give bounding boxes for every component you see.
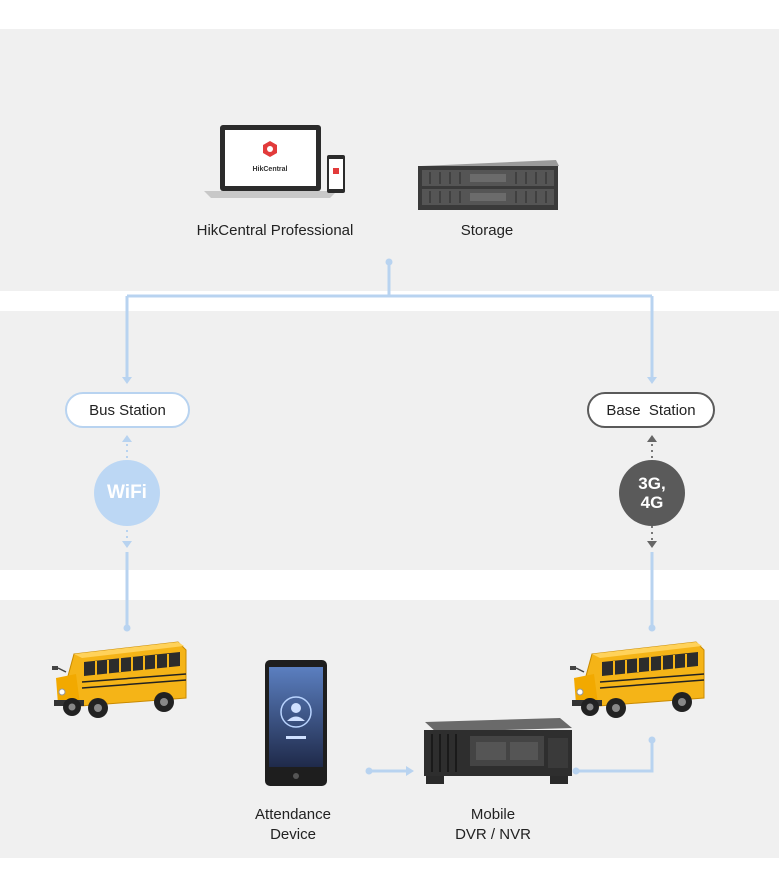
wifi-node: WiFi <box>94 460 160 526</box>
attendance-label-line2: Device <box>270 826 316 843</box>
central-tier-band <box>0 29 779 291</box>
wifi-label: WiFi <box>107 482 147 503</box>
storage-server-illustration <box>418 160 559 210</box>
wifi-link <box>122 435 132 632</box>
hikcentral-laptop-illustration: HikCentral <box>204 125 345 198</box>
attendance-device-illustration <box>265 660 327 786</box>
hikcentral-screen-logo: HikCentral <box>252 166 287 173</box>
school-bus-left-illustration <box>51 641 187 719</box>
arrow-down-icon <box>647 377 657 384</box>
mobile-dvr-illustration <box>424 718 572 784</box>
mobile-dvr-label: Mobile DVR / NVR <box>430 805 556 845</box>
cellular-link <box>647 435 657 632</box>
uplink-connector <box>125 262 654 377</box>
cellular-node: 3G, 4G <box>619 460 685 526</box>
arrow-down-icon <box>122 377 132 384</box>
mobile-dvr-label-line2: DVR / NVR <box>455 826 531 843</box>
base-station-node: Base Station <box>587 392 715 428</box>
cellular-label-line2: 4G <box>640 493 664 512</box>
hikcentral-label: HikCentral Professional <box>196 222 354 239</box>
attendance-label-line1: Attendance <box>255 806 331 823</box>
storage-label: Storage <box>460 222 514 239</box>
vehicle-tier-band <box>0 600 779 858</box>
attendance-label: Attendance Device <box>230 805 356 845</box>
base-station-label: Base Station <box>606 401 696 419</box>
bus-station-label: Bus Station <box>89 401 166 419</box>
bus-station-node: Bus Station <box>65 392 190 428</box>
school-bus-right-illustration <box>569 641 705 719</box>
device-links <box>365 736 656 776</box>
cellular-label-line1: 3G, <box>638 474 666 493</box>
mobile-dvr-label-line1: Mobile <box>470 806 516 823</box>
